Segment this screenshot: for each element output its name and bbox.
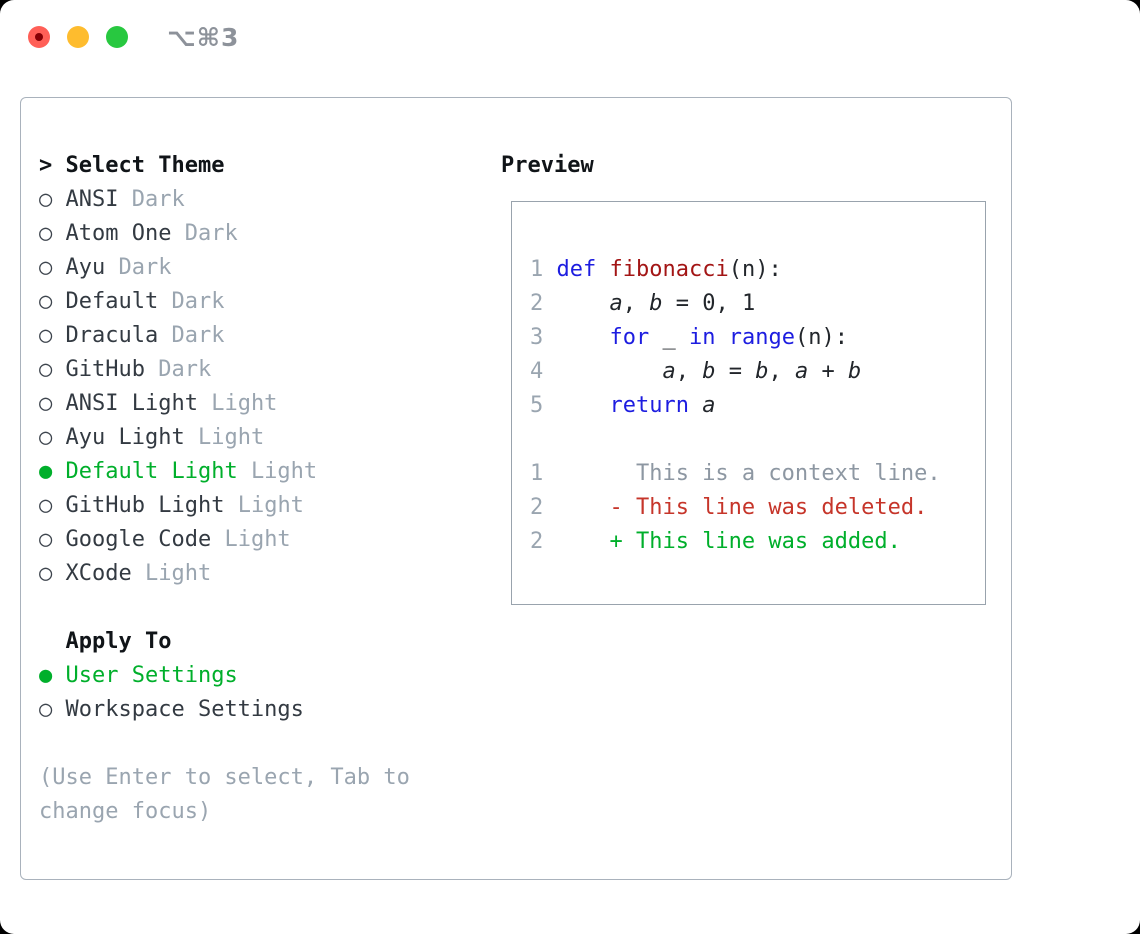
zoom-button[interactable] xyxy=(106,26,128,48)
theme-variant-tag: Light xyxy=(237,493,304,518)
spacer xyxy=(39,591,410,625)
line-number: 2 xyxy=(530,529,544,554)
diff-line-added: 2 + This line was added. xyxy=(530,525,985,559)
help-text: (Use Enter to select, Tab to xyxy=(39,761,410,795)
minimize-button[interactable] xyxy=(67,26,89,48)
theme-variant-tag: Light xyxy=(224,527,291,552)
diff-text: - This line was deleted. xyxy=(543,495,928,520)
line-number: 2 xyxy=(530,495,544,520)
theme-option-ansi-dark[interactable]: ○ ANSI Dark xyxy=(39,183,410,217)
diff-text: + This line was added. xyxy=(543,529,901,554)
theme-option-default-dark[interactable]: ○ Default Dark xyxy=(39,285,410,319)
theme-list-header: > Select Theme xyxy=(39,149,410,183)
radio-icon: ○ xyxy=(39,425,53,450)
theme-option-ansi-light-light[interactable]: ○ ANSI Light Light xyxy=(39,387,410,421)
theme-name: ANSI xyxy=(65,187,119,212)
theme-option-dracula-dark[interactable]: ○ Dracula Dark xyxy=(39,319,410,353)
theme-name: Default xyxy=(65,289,159,314)
theme-variant-tag: Light xyxy=(144,561,212,586)
apply-to-header: Apply To xyxy=(39,625,410,659)
spacer xyxy=(39,727,410,761)
theme-name: Default Light xyxy=(65,459,238,484)
theme-variant-tag: Light xyxy=(250,459,318,484)
theme-name: Google Code xyxy=(65,527,212,552)
theme-name: Ayu Light xyxy=(65,425,185,450)
code-line: 3 for _ in range(n): xyxy=(530,325,848,350)
theme-name: Ayu xyxy=(65,255,106,280)
prompt-icon: > xyxy=(39,153,66,178)
theme-list-title: Select Theme xyxy=(65,153,225,178)
theme-name: GitHub Light xyxy=(65,493,225,518)
theme-option-ayu-dark[interactable]: ○ Ayu Dark xyxy=(39,251,410,285)
line-number: 5 xyxy=(530,393,544,418)
diff-line-deleted: 2 - This line was deleted. xyxy=(530,491,985,525)
theme-variant-tag: Dark xyxy=(118,255,172,280)
code-line: 4 a, b = b, a + b xyxy=(530,359,862,384)
theme-variant-tag: Dark xyxy=(184,221,238,246)
preview-box: 1 def fibonacci(n): 2 a, b = 0, 1 3 for _ … xyxy=(511,201,986,605)
radio-icon: ● xyxy=(39,459,53,484)
theme-option-github-light-light[interactable]: ○ GitHub Light Light xyxy=(39,489,410,523)
close-dot-icon xyxy=(35,33,43,41)
help-text-line: change focus) xyxy=(39,799,212,824)
apply-to-title: Apply To xyxy=(65,629,172,654)
theme-option-github-dark[interactable]: ○ GitHub Dark xyxy=(39,353,410,387)
code-line: 5 return a xyxy=(530,393,716,418)
apply-option-user-settings[interactable]: ● User Settings xyxy=(39,659,410,693)
radio-icon: ○ xyxy=(39,187,53,212)
radio-icon: ○ xyxy=(39,391,53,416)
diff-line-context: 1 This is a context line. xyxy=(530,457,985,491)
window-shortcut-label: ⌥⌘3 xyxy=(167,23,240,52)
radio-icon: ○ xyxy=(39,289,53,314)
theme-variant-tag: Dark xyxy=(131,187,185,212)
line-number: 3 xyxy=(530,325,544,350)
theme-name: Dracula xyxy=(65,323,159,348)
radio-icon: ○ xyxy=(39,527,53,552)
spacer xyxy=(530,423,985,457)
theme-variant-tag: Light xyxy=(211,391,278,416)
theme-variant-tag: Dark xyxy=(171,289,225,314)
theme-name: ANSI Light xyxy=(65,391,198,416)
theme-option-google-code-light[interactable]: ○ Google Code Light xyxy=(39,523,410,557)
theme-variant-tag: Light xyxy=(197,425,265,450)
preview-title: Preview xyxy=(501,153,594,178)
theme-name: Atom One xyxy=(65,221,172,246)
line-number: 1 xyxy=(530,461,544,486)
theme-settings-panel: > Select Theme○ ANSI Dark○ Atom One Dark… xyxy=(20,97,1012,880)
apply-option-label: User Settings xyxy=(65,663,238,688)
theme-name: XCode xyxy=(65,561,132,586)
theme-variant-tag: Dark xyxy=(171,323,225,348)
line-number: 2 xyxy=(530,291,544,316)
close-button[interactable] xyxy=(28,26,50,48)
diff-text: This is a context line. xyxy=(543,461,941,486)
radio-icon: ○ xyxy=(39,221,53,246)
line-number: 1 xyxy=(530,257,544,282)
radio-icon: ● xyxy=(39,663,53,688)
theme-settings-left-pane: > Select Theme○ ANSI Dark○ Atom One Dark… xyxy=(39,149,410,829)
theme-option-default-light-light[interactable]: ● Default Light Light xyxy=(39,455,410,489)
theme-name: GitHub xyxy=(65,357,145,382)
radio-icon: ○ xyxy=(39,561,53,586)
help-text-line: (Use Enter to select, Tab to xyxy=(39,765,410,790)
apply-option-workspace-settings[interactable]: ○ Workspace Settings xyxy=(39,693,410,727)
radio-icon: ○ xyxy=(39,493,53,518)
theme-variant-tag: Dark xyxy=(158,357,212,382)
apply-option-label: Workspace Settings xyxy=(65,697,304,722)
radio-icon: ○ xyxy=(39,255,53,280)
help-text: change focus) xyxy=(39,795,410,829)
radio-icon: ○ xyxy=(39,323,53,348)
theme-option-atom-one-dark[interactable]: ○ Atom One Dark xyxy=(39,217,410,251)
code-line: 2 a, b = 0, 1 xyxy=(530,291,756,316)
radio-icon: ○ xyxy=(39,697,53,722)
radio-icon: ○ xyxy=(39,357,53,382)
theme-option-xcode-light[interactable]: ○ XCode Light xyxy=(39,557,410,591)
theme-option-ayu-light-light[interactable]: ○ Ayu Light Light xyxy=(39,421,410,455)
line-number: 4 xyxy=(530,359,544,384)
code-line: 1 def fibonacci(n): xyxy=(530,257,782,282)
